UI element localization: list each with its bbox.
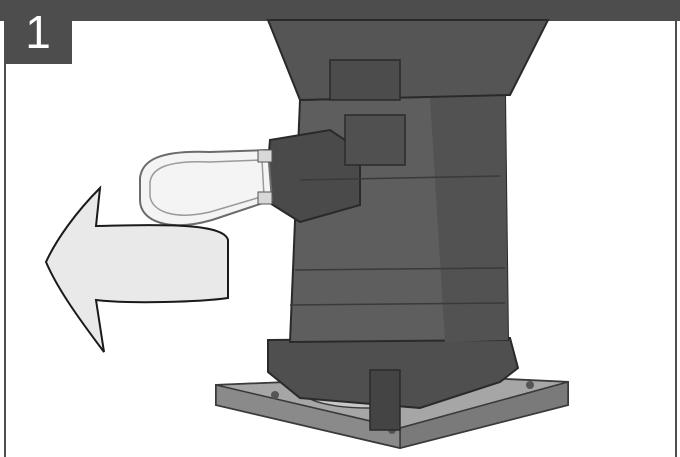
motor-housing [263,19,550,431]
base-screw [271,391,279,399]
base-screw [526,381,534,389]
depth-stop-post [369,369,401,431]
panel-top-border [0,0,680,21]
step-number-badge: 1 [4,0,72,64]
panel-left-border [4,64,6,457]
panel-right-border [675,21,677,457]
removal-direction-arrow [44,185,229,353]
transparent-chip-guard [139,148,274,227]
